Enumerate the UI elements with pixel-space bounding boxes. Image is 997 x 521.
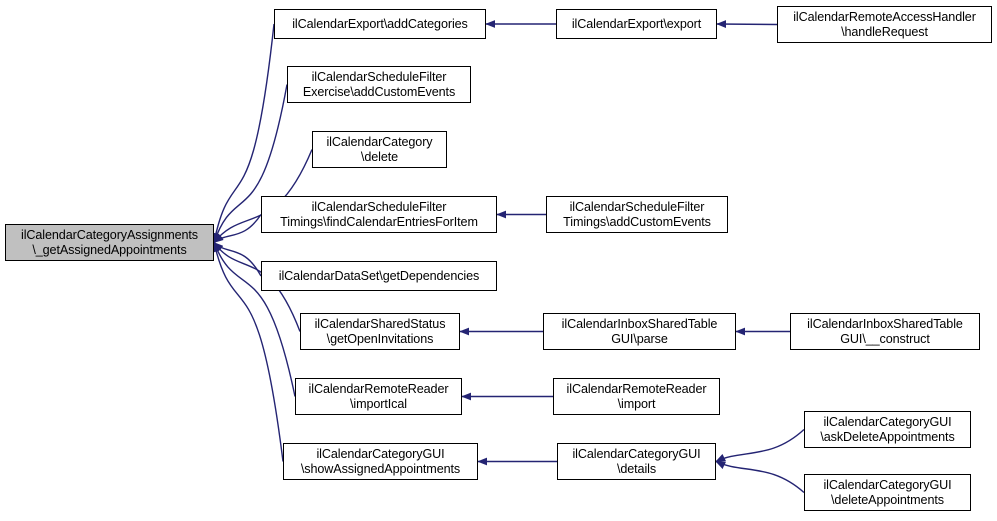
graph-node-dataset_getDependencies[interactable]: ilCalendarDataSet\getDependencies xyxy=(261,261,497,291)
graph-edge xyxy=(212,241,284,462)
graph-node-label: ilCalendarSharedStatus \getOpenInvitatio… xyxy=(314,316,446,346)
graph-node-label: ilCalendarCategory \delete xyxy=(326,134,433,164)
graph-edge xyxy=(213,84,288,244)
graph-edge xyxy=(211,23,275,244)
graph-node-label: ilCalendarExport\addCategories xyxy=(292,16,468,31)
graph-node-schedulefiltertimings_addCustomEvents[interactable]: ilCalendarScheduleFilter Timings\addCust… xyxy=(546,196,728,233)
graph-node-label: ilCalendarDataSet\getDependencies xyxy=(278,268,480,283)
graph-edge xyxy=(213,241,262,277)
graph-node-categorygui_showAssignedAppointments[interactable]: ilCalendarCategoryGUI \showAssignedAppoi… xyxy=(283,443,478,480)
graph-node-label: ilCalendarInboxSharedTable GUI\parse xyxy=(561,316,718,346)
graph-node-label: ilCalendarCategoryGUI \deleteAppointment… xyxy=(823,477,952,507)
graph-edge xyxy=(213,241,296,397)
graph-node-remotereader_import[interactable]: ilCalendarRemoteReader \import xyxy=(553,378,720,415)
graph-node-label: ilCalendarScheduleFilter Exercise\addCus… xyxy=(302,69,456,99)
graph-node-export_export[interactable]: ilCalendarExport\export xyxy=(556,9,717,39)
graph-node-label: ilCalendarCategoryGUI \details xyxy=(572,446,701,476)
graph-edge xyxy=(715,428,805,463)
graph-edges xyxy=(211,20,805,494)
graph-node-sharedstatus_getOpenInvitations[interactable]: ilCalendarSharedStatus \getOpenInvitatio… xyxy=(300,313,460,350)
graph-node-label: ilCalendarRemoteReader \importIcal xyxy=(308,381,449,411)
graph-node-inboxsharedtablegui_construct[interactable]: ilCalendarInboxSharedTable GUI\__constru… xyxy=(790,313,980,350)
graph-node-center: ilCalendarCategoryAssignments \_getAssig… xyxy=(5,224,214,261)
graph-node-label: ilCalendarCategoryGUI \askDeleteAppointm… xyxy=(820,414,955,444)
graph-node-remotereader_importIcal[interactable]: ilCalendarRemoteReader \importIcal xyxy=(295,378,462,415)
graph-edge xyxy=(213,241,301,332)
graph-node-label: ilCalendarCategoryGUI \showAssignedAppoi… xyxy=(300,446,461,476)
graph-edge xyxy=(716,20,778,29)
graph-node-label: ilCalendarScheduleFilter Timings\addCust… xyxy=(563,199,711,229)
graph-node-label: ilCalendarRemoteAccessHandler \handleReq… xyxy=(793,9,976,39)
graph-node-categorygui_details[interactable]: ilCalendarCategoryGUI \details xyxy=(557,443,716,480)
graph-node-label: ilCalendarScheduleFilter Timings\findCal… xyxy=(280,199,478,229)
graph-node-remoteaccesshandler_handleRequest[interactable]: ilCalendarRemoteAccessHandler \handleReq… xyxy=(777,6,992,43)
graph-node-label: ilCalendarRemoteReader \import xyxy=(566,381,707,411)
graph-node-label: ilCalendarCategoryAssignments \_getAssig… xyxy=(21,227,198,257)
graph-node-categorygui_deleteAppointments[interactable]: ilCalendarCategoryGUI \deleteAppointment… xyxy=(804,474,971,511)
graph-node-inboxsharedtablegui_parse[interactable]: ilCalendarInboxSharedTable GUI\parse xyxy=(543,313,736,350)
graph-node-schedulefiltertimings_findCalendarEntriesForItem[interactable]: ilCalendarScheduleFilter Timings\findCal… xyxy=(261,196,497,233)
graph-node-categorygui_askDeleteAppointments[interactable]: ilCalendarCategoryGUI \askDeleteAppointm… xyxy=(804,411,971,448)
graph-edge xyxy=(213,214,262,244)
graph-node-category_delete[interactable]: ilCalendarCategory \delete xyxy=(312,131,447,168)
graph-node-schedulefilterexercise_addCustomEvents[interactable]: ilCalendarScheduleFilter Exercise\addCus… xyxy=(287,66,471,103)
graph-node-label: ilCalendarExport\export xyxy=(571,16,702,31)
graph-edge xyxy=(715,460,805,494)
graph-node-export_addCategories[interactable]: ilCalendarExport\addCategories xyxy=(274,9,486,39)
graph-node-label: ilCalendarInboxSharedTable GUI\__constru… xyxy=(807,316,963,346)
